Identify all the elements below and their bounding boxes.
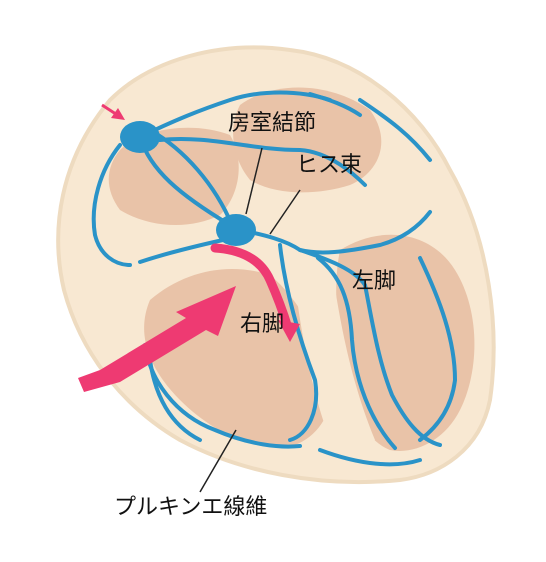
av-node [216,214,256,246]
septum [292,253,375,448]
right-bundle-branch-label: 右脚 [240,312,285,337]
purkinje-fibers-label: プルキンエ線維 [114,495,268,520]
his-bundle-label: ヒス束 [296,153,363,178]
left-bundle-branch-label: 左脚 [352,269,397,294]
sa-node [120,121,160,153]
conduction-paths [91,90,458,467]
pink-arrow-icon [78,243,300,392]
leader-lines [199,147,301,493]
arrow-marker-icon [101,103,125,120]
av-node-label: 房室結節 [228,111,317,136]
left-ventricle [336,234,475,451]
